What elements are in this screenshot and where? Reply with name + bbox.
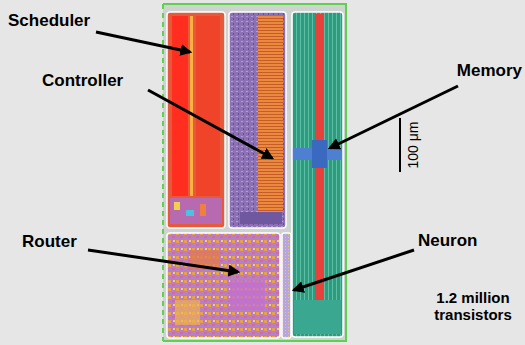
scale-label: 100 μm [406,122,421,169]
router-block [167,233,280,338]
part-label: Controller [42,72,123,91]
part-label: Memory [457,62,522,81]
scheduler-block [167,12,225,228]
die-outline [163,4,346,341]
part-label: Neuron [418,232,478,251]
controller-block [229,12,286,228]
neuron-block [282,233,291,338]
part-label: Scheduler [8,12,90,31]
part-label: Router [22,233,77,252]
transistor-count: 1.2 million transistors [424,290,522,323]
leader-arrows [88,32,458,290]
scale-bar [399,118,401,172]
